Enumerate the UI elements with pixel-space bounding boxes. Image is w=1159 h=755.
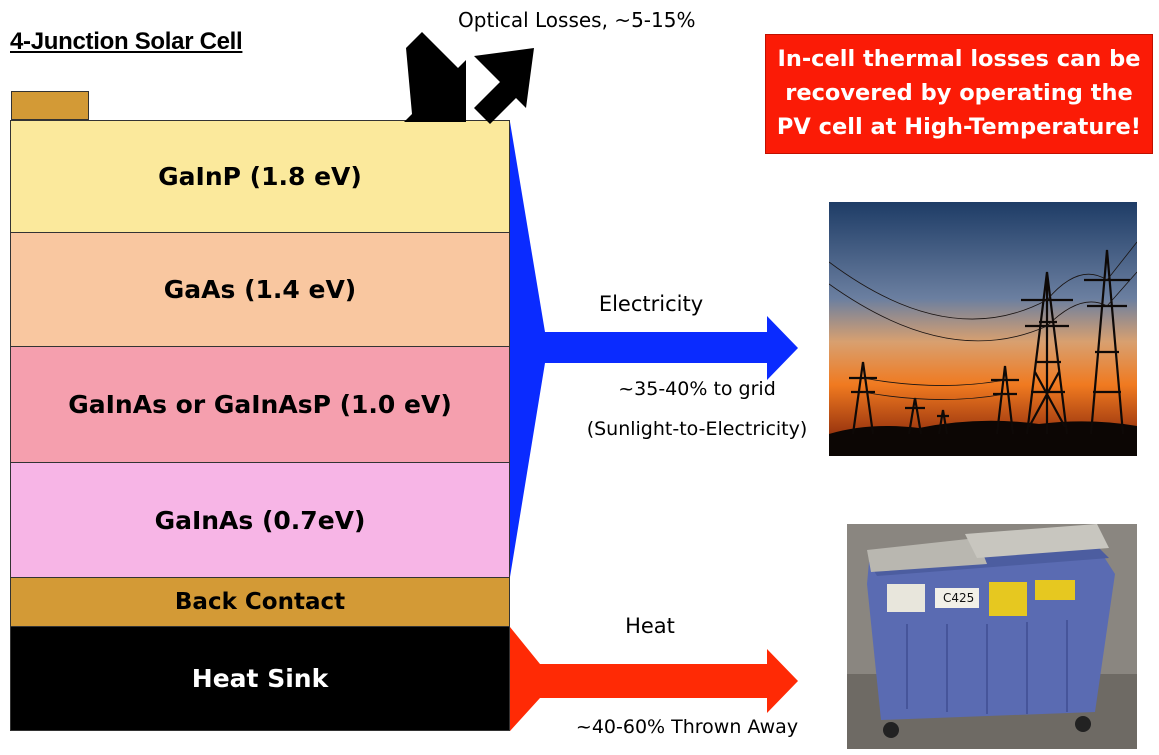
callout-line-1: In-cell thermal losses can be — [777, 46, 1141, 72]
layer-gainas-or-gainasp: GaInAs or GaInAsP (1.0 eV) — [10, 346, 510, 463]
electricity-note: (Sunlight-to-Electricity) — [586, 418, 808, 440]
reflected-light-arrow — [474, 48, 534, 124]
callout-box: In-cell thermal losses can be recovered … — [765, 34, 1153, 154]
layer-gainas: GaInAs (0.7eV) — [10, 462, 510, 578]
dumpster-tag: C425 — [943, 591, 974, 605]
electricity-arrow — [510, 122, 798, 577]
incoming-light-arrow — [404, 32, 466, 122]
dumpster-photo: C425 — [847, 524, 1137, 749]
heat-percent: ~40-60% Thrown Away — [575, 716, 799, 738]
callout-line-3: PV cell at High-Temperature! — [776, 114, 1142, 140]
layer-gainp: GaInP (1.8 eV) — [10, 120, 510, 233]
top-contact-tab — [11, 91, 89, 120]
callout-line-2: recovered by operating the — [785, 80, 1133, 106]
heat-label: Heat — [625, 614, 675, 638]
layer-back-contact: Back Contact — [10, 577, 510, 627]
heat-arrow — [510, 627, 798, 731]
power-lines-photo — [829, 202, 1137, 456]
optical-losses-label: Optical Losses, ~5-15% — [458, 8, 696, 32]
layer-heat-sink: Heat Sink — [10, 626, 510, 731]
electricity-percent: ~35-40% to grid — [618, 378, 776, 400]
diagram-title: 4-Junction Solar Cell — [10, 28, 243, 55]
electricity-label: Electricity — [598, 292, 704, 316]
layer-gaas: GaAs (1.4 eV) — [10, 232, 510, 347]
